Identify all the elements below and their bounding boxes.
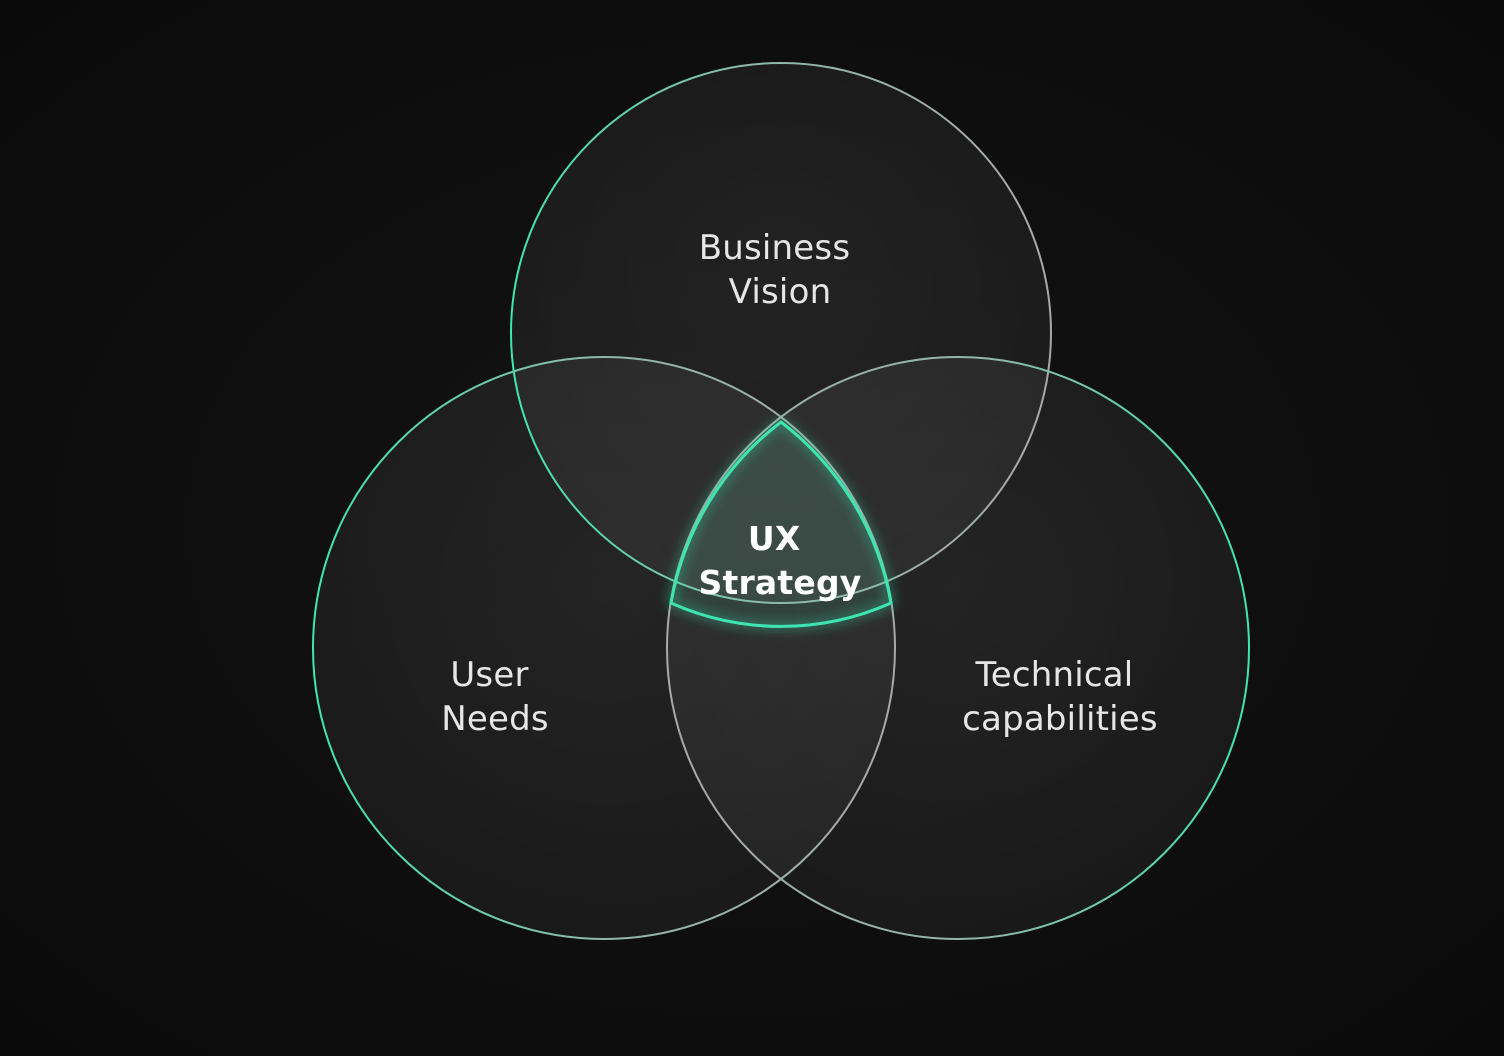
circle-left-outline <box>312 356 896 940</box>
label-user-needs: User Needs <box>441 655 549 739</box>
label-business-vision: Business Vision <box>699 228 862 312</box>
center-region-highlight <box>669 420 893 628</box>
circle-right-outline <box>666 356 1250 940</box>
label-ux-strategy: UX Strategy <box>699 519 862 602</box>
label-technical-capabilities: Technical capabilities <box>962 655 1158 739</box>
